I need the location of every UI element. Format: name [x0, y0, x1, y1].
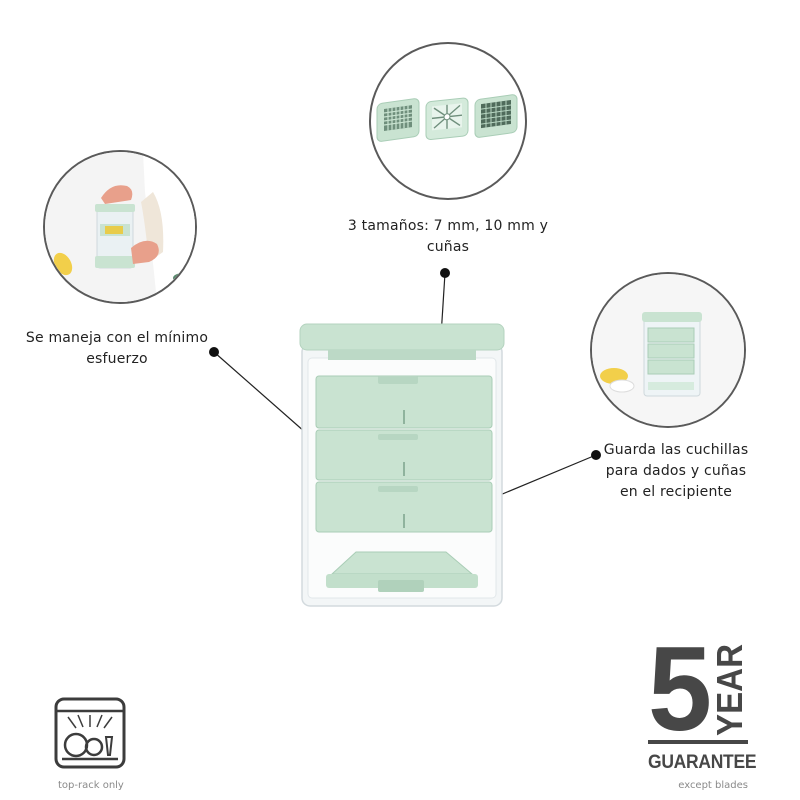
blade-grids-image — [376, 94, 518, 142]
dishwasher-caption: top-rack only — [58, 780, 124, 791]
stored-blades-image — [592, 274, 744, 426]
guarantee-word: GUARANTEE — [648, 752, 757, 773]
leader-dot-effort — [209, 347, 219, 357]
blade-sets-circle — [369, 42, 527, 200]
usage-photo-circle — [43, 150, 197, 304]
storage-photo-circle — [590, 272, 746, 428]
hands-using-chopper-image — [45, 152, 195, 302]
svg-text:YEAR: YEAR — [714, 644, 746, 736]
guarantee-number: 5 — [648, 640, 712, 736]
callout-effort: Se maneja con el mínimo esfuerzo — [25, 330, 209, 367]
leader-dot-sizes — [440, 268, 450, 278]
stored-blade-stack — [315, 375, 493, 533]
leader-dot-storage — [591, 450, 601, 460]
leader-line-storage — [487, 454, 597, 501]
callout-sizes: 3 tamaños: 7 mm, 10 mm y cuñas — [347, 218, 549, 255]
guarantee-unit: YEAR — [714, 644, 746, 736]
dishwasher-top-rack-icon — [54, 697, 126, 769]
vegetable-chopper-product — [299, 323, 505, 607]
guarantee-rule — [648, 740, 748, 744]
svg-text:5: 5 — [648, 640, 712, 736]
callout-storage: Guarda las cuchillas para dados y cuñas … — [603, 442, 749, 500]
guarantee-note: except blades — [678, 780, 748, 791]
